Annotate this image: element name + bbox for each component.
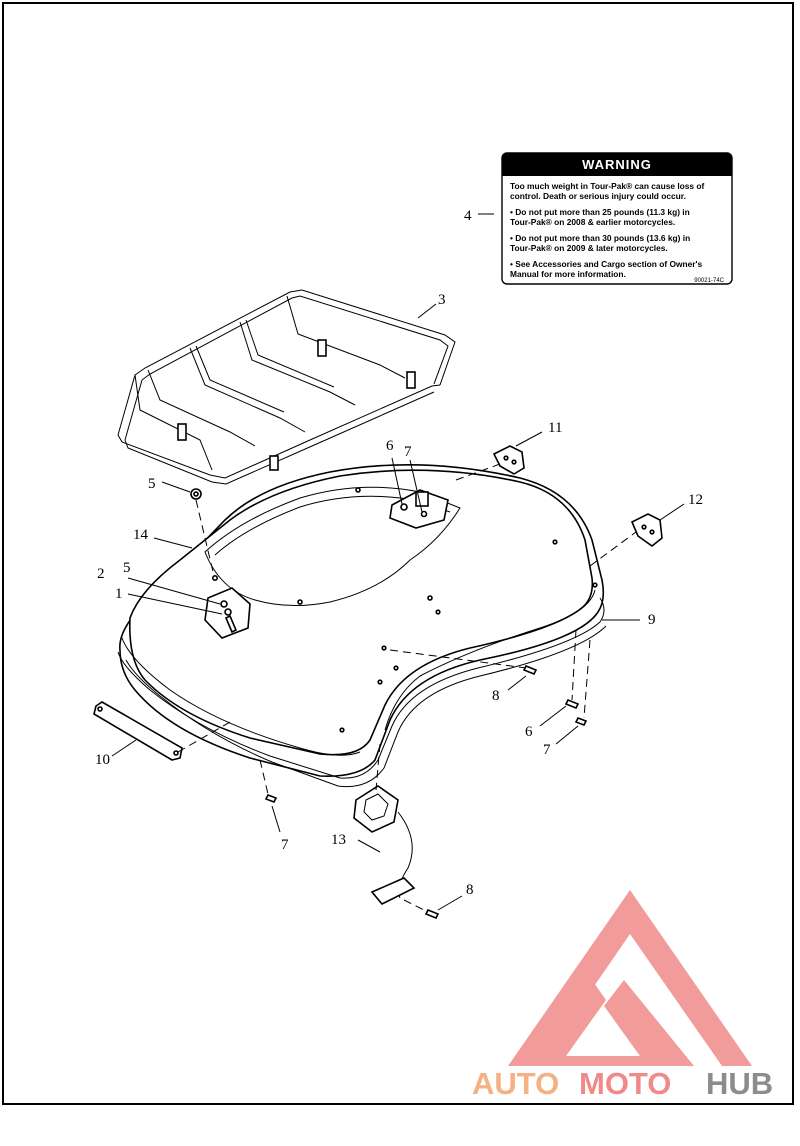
warning-heading: WARNING [582,157,652,172]
callout-2: 2 [97,566,105,582]
leader-lines [111,213,685,911]
warning-bullet-1-line-2: Tour-Pak® on 2008 & earlier motorcycles. [510,217,675,227]
luggage-rack [117,289,456,485]
watermark-moto: MOTO [579,1066,671,1101]
callout-8-lamp: 8 [466,882,474,898]
warning-bullet-3-line-1: • See Accessories and Cargo section of O… [510,259,703,269]
watermark-logo [508,890,752,1066]
callout-7-bottom: 7 [281,837,289,853]
page-border [2,2,794,1105]
bumper-pad-11 [492,445,525,475]
warning-label: WARNING Too much weight in Tour-Pak® can… [501,152,733,285]
callout-4: 4 [464,208,472,224]
callout-numbers: 1 2 3 4 5 5 6 6 7 7 7 8 8 9 10 11 12 13 … [95,208,703,898]
callout-1: 1 [115,586,123,602]
watermark-wordmark: AUTO MOTO HUB [472,1066,773,1101]
watermark-hub: HUB [706,1066,773,1101]
callout-5-washer: 5 [123,560,131,576]
warning-bullet-2-line-2: Tour-Pak® on 2009 & later motorcycles. [510,243,668,253]
hinge-plate-front [204,587,251,639]
interior-lamp [353,785,416,905]
bumper-pad-12 [630,513,663,548]
warning-intro-line-2: control. Death or serious injury could o… [510,191,686,201]
warning-intro-line-1: Too much weight in Tour-Pak® can cause l… [510,181,705,191]
callout-8-lid: 8 [492,688,500,704]
callout-13: 13 [331,832,346,848]
warning-bullet-2-line-1: • Do not put more than 30 pounds (13.6 k… [510,233,690,243]
callout-6-side: 6 [525,724,533,740]
screw-fasteners [190,488,588,920]
callout-3: 3 [438,292,446,308]
callout-6-rear: 6 [386,438,394,454]
hinge-strap [93,701,183,761]
callout-7-side: 7 [543,742,551,758]
callout-5-nut: 5 [148,476,156,492]
callout-9: 9 [648,612,656,628]
callout-12: 12 [688,492,703,508]
warning-bullet-3-line-2: Manual for more information. [510,269,626,279]
callout-14: 14 [133,527,149,543]
lid-trim-strip [117,597,605,779]
warning-part-code: 90021-74C [694,278,724,284]
tour-pak-lid [119,463,605,777]
watermark-auto: AUTO [472,1066,559,1101]
callout-11: 11 [548,420,562,436]
hinge-plate-rear [389,489,449,529]
warning-bullet-1-line-1: • Do not put more than 25 pounds (11.3 k… [510,207,690,217]
callout-10: 10 [95,752,110,768]
installation-lines [177,463,637,913]
callout-7-rear: 7 [404,444,412,460]
